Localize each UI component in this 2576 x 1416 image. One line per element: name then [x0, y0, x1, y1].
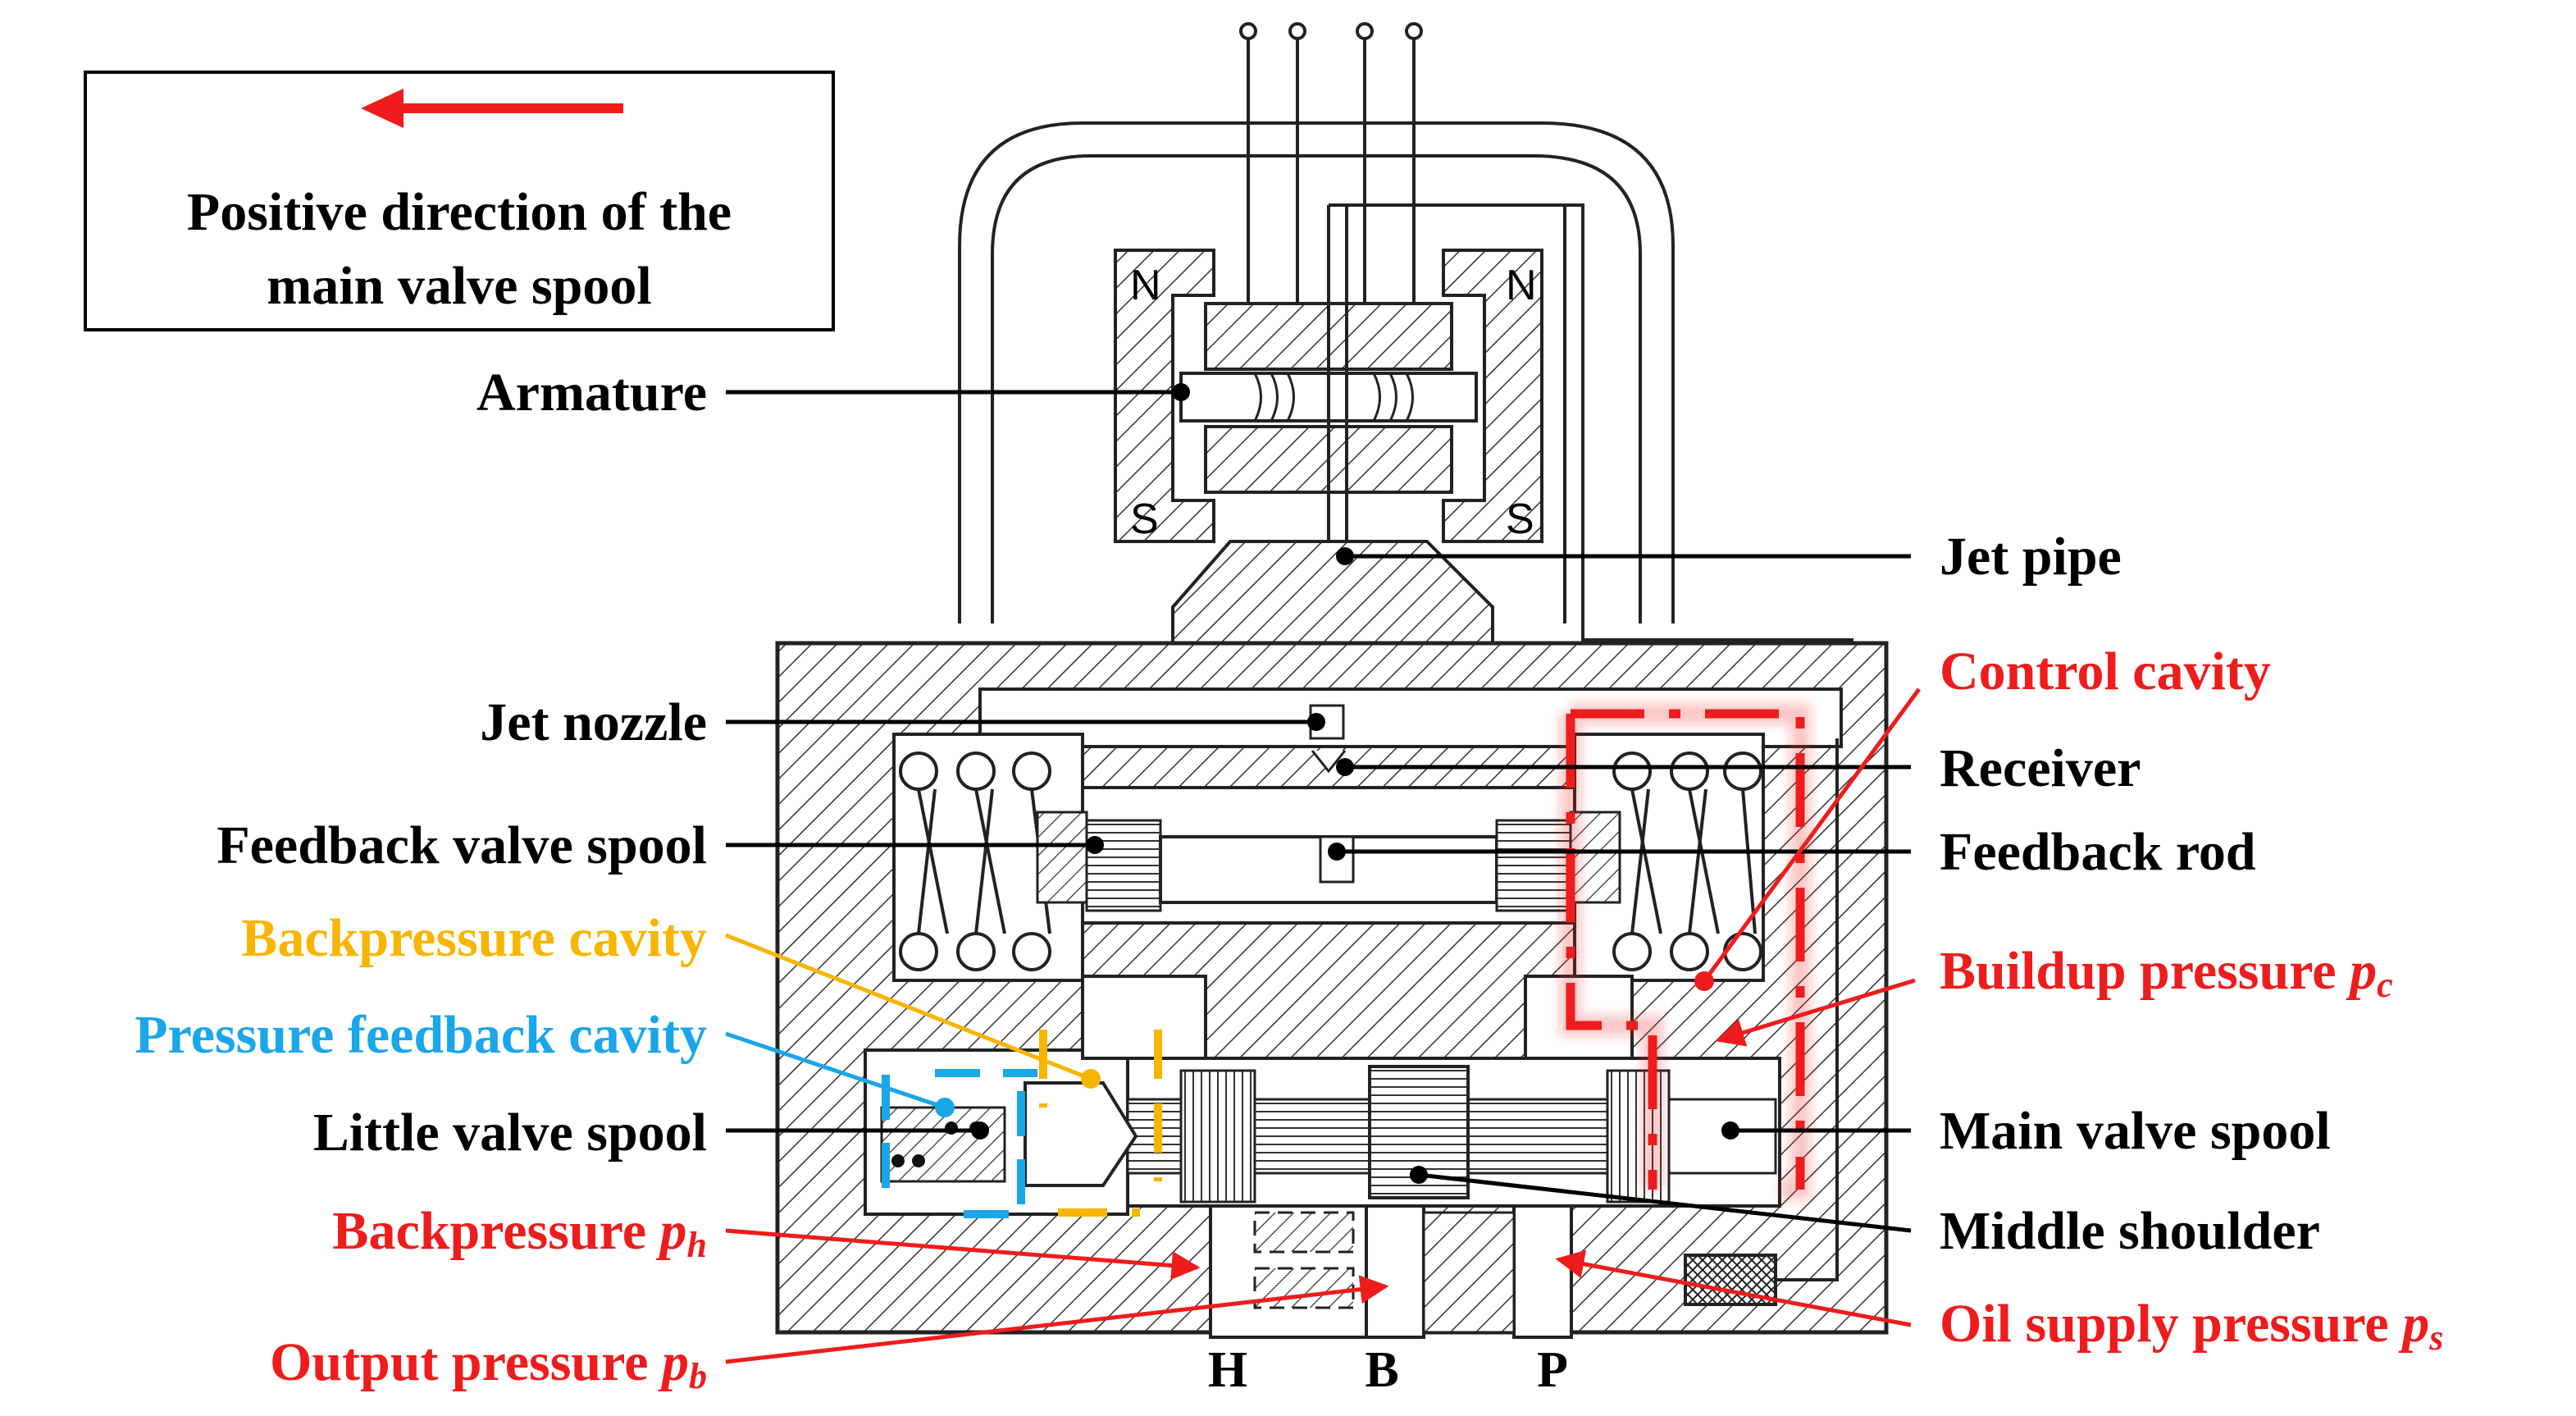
main-valve-spool: [1126, 1065, 1777, 1204]
label-buildup-pressure: Buildup pressure pc: [1940, 941, 2393, 1005]
backpressure-cavity-outline: [1039, 1030, 1162, 1217]
magnet-s-left: S: [1130, 496, 1159, 543]
pressure-feedback-cavity-dot: [935, 1098, 955, 1117]
label-pressure-feedback-cavity: Pressure feedback cavity: [134, 1005, 707, 1065]
label-oil-supply-pressure: Oil supply pressure ps: [1940, 1294, 2443, 1358]
port-b: B: [1365, 1342, 1398, 1398]
leader-lines: [726, 390, 1912, 1233]
port-labels: H B P: [1208, 1342, 1568, 1398]
right-spring: [1612, 751, 1762, 971]
magnet-n-left: N: [1130, 262, 1161, 309]
magnet-n-right: N: [1506, 262, 1537, 309]
label-feedback-rod: Feedback rod: [1940, 822, 2256, 882]
positive-direction-arrowhead: [361, 89, 403, 128]
legend-text-line2: main valve spool: [267, 256, 651, 316]
pressure-arrows: [725, 978, 1916, 1364]
control-cavity-leader: [1702, 687, 1922, 983]
label-control-cavity: Control cavity: [1940, 642, 2271, 701]
label-backpressure-cavity: Backpressure cavity: [241, 908, 707, 968]
right-labels: Jet pipe Control cavity Receiver Feedbac…: [1940, 527, 2443, 1358]
label-little-valve-spool: Little valve spool: [313, 1103, 707, 1162]
legend-box: Positive direction of the main valve spo…: [84, 71, 835, 331]
label-feedback-valve-spool: Feedback valve spool: [217, 815, 707, 875]
control-cavity-dot: [1694, 971, 1714, 991]
port-h: H: [1208, 1342, 1247, 1398]
label-receiver: Receiver: [1940, 738, 2141, 798]
label-armature: Armature: [476, 363, 707, 423]
backpressure-cavity-leader: [725, 933, 1092, 1081]
pressure-feedback-cavity-outline: [882, 1069, 1037, 1218]
label-main-valve-spool: Main valve spool: [1940, 1101, 2331, 1161]
flexure-support: [1171, 540, 1494, 658]
left-labels: Armature Jet nozzle Feedback valve spool…: [134, 363, 707, 1396]
magnet-s-right: S: [1506, 496, 1534, 543]
pressure-feedback-cavity-leader: [725, 1031, 946, 1110]
port-p: P: [1537, 1342, 1568, 1398]
valve-body: [775, 641, 1889, 1339]
left-spring: [899, 751, 1051, 971]
label-output-pressure: Output pressure pb: [270, 1332, 707, 1396]
label-jet-nozzle: Jet nozzle: [480, 692, 707, 752]
legend-text-line1: Positive direction of the: [187, 182, 732, 242]
control-cavity-outline: [1560, 703, 1811, 1200]
label-middle-shoulder: Middle shoulder: [1940, 1201, 2320, 1261]
label-backpressure: Backpressure ph: [332, 1201, 707, 1265]
label-jet-pipe: Jet pipe: [1940, 527, 2122, 587]
leader-dots: [971, 383, 1739, 1184]
backpressure-cavity-dot: [1081, 1069, 1101, 1089]
